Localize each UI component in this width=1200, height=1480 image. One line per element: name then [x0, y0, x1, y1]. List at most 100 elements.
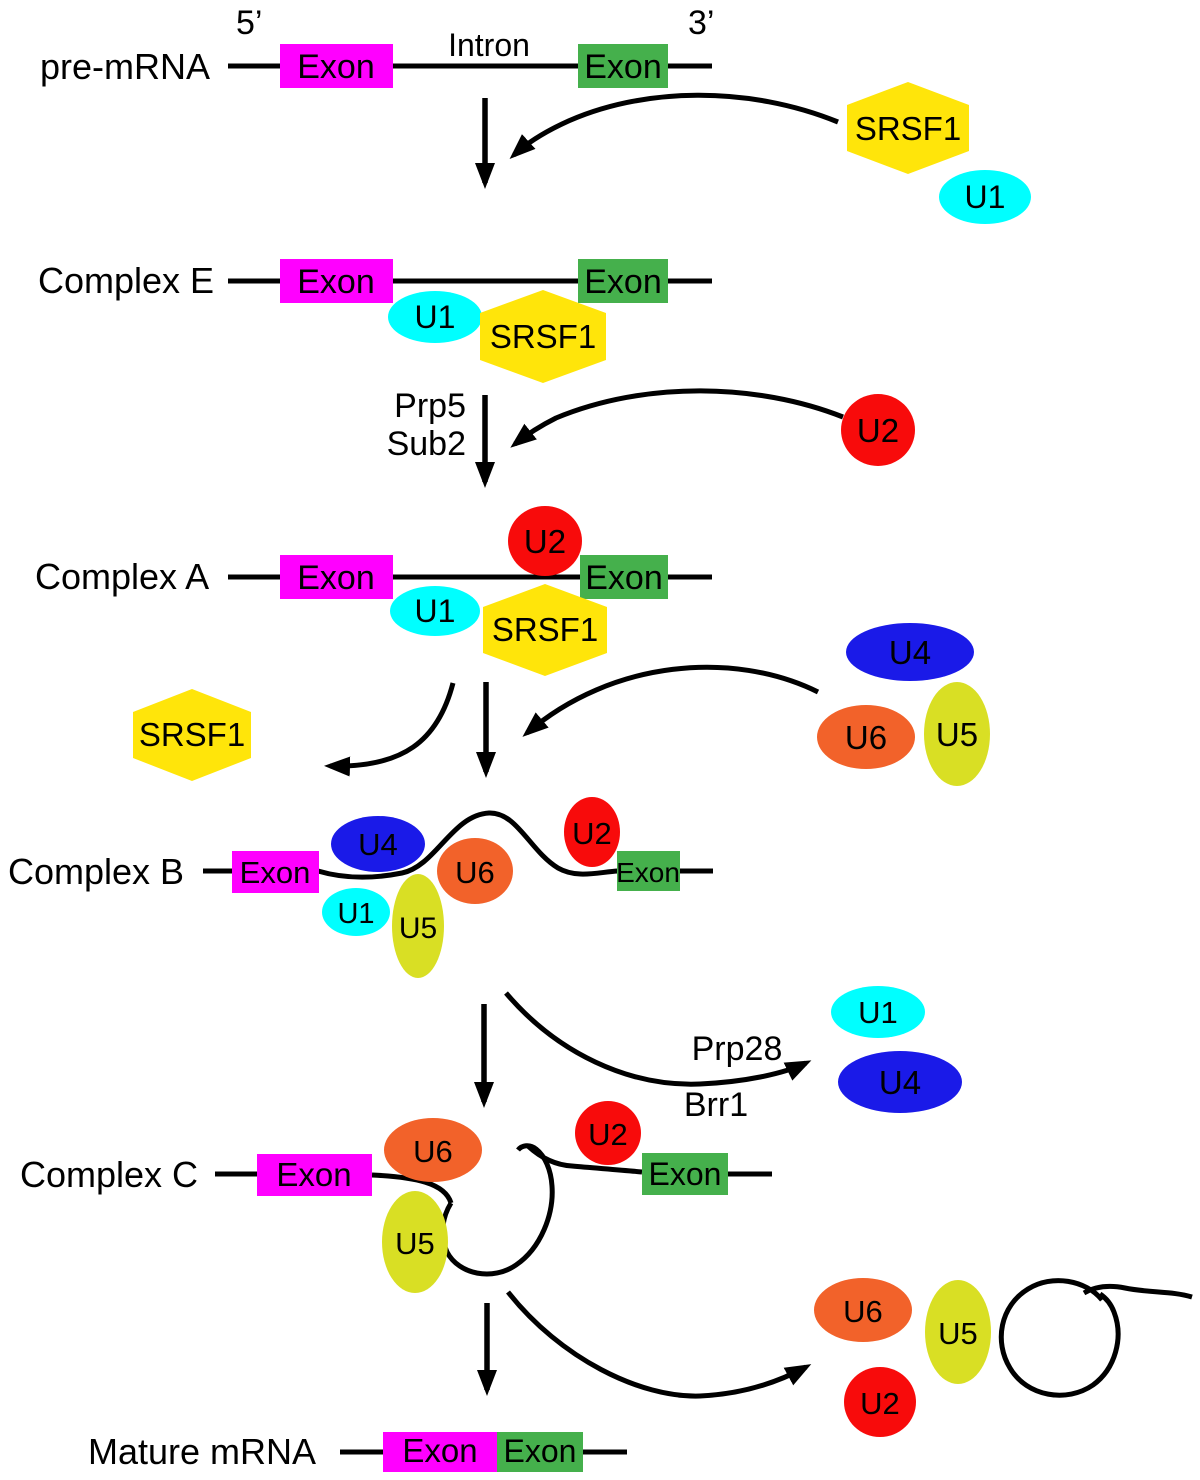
three-prime-label: 3’ — [688, 4, 714, 42]
u4-snrnp — [331, 816, 425, 872]
u5-label: U5 — [395, 1226, 435, 1261]
sub2-label: Sub2 — [387, 425, 466, 463]
u5-label: U5 — [936, 716, 978, 753]
srsf1-hexagon-free — [847, 82, 969, 174]
intron-label: Intron — [448, 27, 530, 63]
exon-3prime-label: Exon — [584, 48, 662, 86]
srsf1-label: SRSF1 — [492, 611, 598, 648]
exon-3prime-label: Exon — [584, 263, 662, 301]
u5-snrnp — [382, 1191, 448, 1293]
u6-label: U6 — [413, 1134, 453, 1169]
u2-snrnp — [508, 506, 582, 576]
exon-5prime-label: Exon — [402, 1432, 477, 1469]
exon-5prime-label: Exon — [297, 559, 375, 597]
srsf1-label: SRSF1 — [490, 318, 596, 355]
spliceosome-release-arrow — [506, 1290, 812, 1399]
u5-snrnp — [392, 874, 444, 978]
released-intron-lariat-tail — [1082, 1283, 1193, 1300]
srsf1-release-arrow — [324, 682, 456, 777]
u1-snrnp — [390, 586, 480, 636]
pre-mrna-label: pre-mRNA — [40, 46, 210, 87]
exon-5prime-label: Exon — [240, 855, 311, 890]
exon-3prime-label: Exon — [504, 1433, 577, 1469]
u2-snrnp — [564, 797, 620, 867]
released-intron-lariat-loop — [998, 1278, 1121, 1398]
u2-label: U2 — [860, 1386, 900, 1421]
exon-3prime-box — [578, 44, 668, 88]
srsf1-label: SRSF1 — [855, 110, 961, 147]
u1-srsf1-recruitment-arrow — [509, 92, 839, 160]
complex-e-label: Complex E — [38, 260, 214, 301]
u6-label: U6 — [455, 855, 495, 890]
exon-3prime-label: Exon — [649, 1156, 722, 1192]
exon-5prime-box — [257, 1154, 372, 1196]
srsf1-label: SRSF1 — [139, 716, 245, 753]
exon-3prime-label: Exon — [585, 559, 663, 597]
brr1-label: Brr1 — [684, 1086, 748, 1124]
prp28-label: Prp28 — [692, 1030, 783, 1068]
u1-label: U1 — [858, 995, 898, 1030]
complex-b-strand — [203, 810, 713, 880]
row-mature-mrna: Mature mRNA Exon Exon — [88, 1431, 627, 1472]
exon-5prime-label: Exon — [297, 48, 375, 86]
exon-5prime-label: Exon — [276, 1156, 351, 1193]
exon-3prime-box — [617, 851, 680, 891]
srsf1-hexagon — [483, 584, 607, 676]
u1-snrnp-free — [939, 170, 1031, 224]
row-complex-a: Complex A Exon Exon U2 U1 SRSF1 — [35, 506, 712, 676]
transition-b-to-c: Prp28 Brr1 U1 U4 — [474, 986, 962, 1124]
tri-snrnp-recruitment-arrow — [522, 664, 820, 737]
exon-5prime-box — [280, 555, 393, 599]
exon-3prime-label: Exon — [616, 857, 680, 888]
u6-snrnp-released — [814, 1278, 912, 1342]
u6-snrnp-free — [817, 705, 915, 769]
row-pre-mrna: pre-mRNA 5’ 3’ Intron Exon Exon SRSF1 U1 — [40, 4, 1031, 224]
u4-label: U4 — [879, 1064, 921, 1101]
u5-snrnp-released — [925, 1280, 991, 1384]
row-complex-b: Complex B Exon Exon U4 U1 U5 U6 U2 — [8, 797, 713, 978]
exon-5prime-label: Exon — [297, 263, 375, 301]
u6-label: U6 — [845, 719, 887, 756]
u2-recruitment-arrow — [510, 388, 844, 448]
five-prime-label: 5’ — [236, 4, 262, 42]
exon-5prime-box — [280, 44, 393, 88]
u1-label: U1 — [965, 179, 1006, 215]
mature-mrna-label: Mature mRNA — [88, 1431, 316, 1472]
u5-label: U5 — [399, 912, 437, 945]
transition-a-to-b: SRSF1 U4 U6 U5 — [133, 623, 990, 786]
row-complex-c: Complex C Exon Exon U6 U5 U2 — [20, 1101, 772, 1293]
complex-a-label: Complex A — [35, 556, 209, 597]
u6-label: U6 — [843, 1294, 883, 1329]
srsf1-hexagon — [480, 290, 606, 383]
u2-snrnp-released — [844, 1367, 916, 1437]
u4-label: U4 — [889, 634, 931, 671]
intron-lariat-exit-strand — [526, 1144, 643, 1175]
exon-3prime-box — [497, 1432, 583, 1472]
exon-3prime-box — [578, 259, 668, 303]
exon-3prime-box — [642, 1153, 728, 1195]
complex-c-label: Complex C — [20, 1154, 198, 1195]
u1-snrnp — [322, 888, 390, 936]
exon-5prime-box — [280, 259, 393, 303]
exon-5prime-box — [232, 851, 319, 893]
transition-c-to-mature: U6 U2 U5 — [477, 1278, 1193, 1437]
complex-b-label: Complex B — [8, 851, 184, 892]
u2-label: U2 — [524, 523, 566, 560]
exon-5prime-box — [383, 1432, 497, 1472]
u2-label: U2 — [572, 816, 612, 851]
u2-snrnp-free — [841, 394, 915, 466]
u4-label: U4 — [358, 827, 398, 862]
u1-snrnp — [388, 291, 482, 343]
u1-snrnp-released — [831, 986, 925, 1038]
u6-snrnp — [384, 1118, 482, 1182]
transition-e-to-a: Prp5 Sub2 U2 — [387, 387, 915, 488]
u1-label: U1 — [337, 898, 374, 930]
srsf1-hexagon-released — [133, 689, 251, 781]
u1-label: U1 — [415, 593, 456, 629]
exon-3prime-box — [580, 555, 668, 599]
u6-snrnp — [437, 838, 513, 904]
u5-label: U5 — [938, 1316, 978, 1351]
u5-snrnp-free — [924, 682, 990, 786]
u1-u4-release-arrow — [504, 991, 812, 1087]
u2-label: U2 — [588, 1117, 628, 1152]
